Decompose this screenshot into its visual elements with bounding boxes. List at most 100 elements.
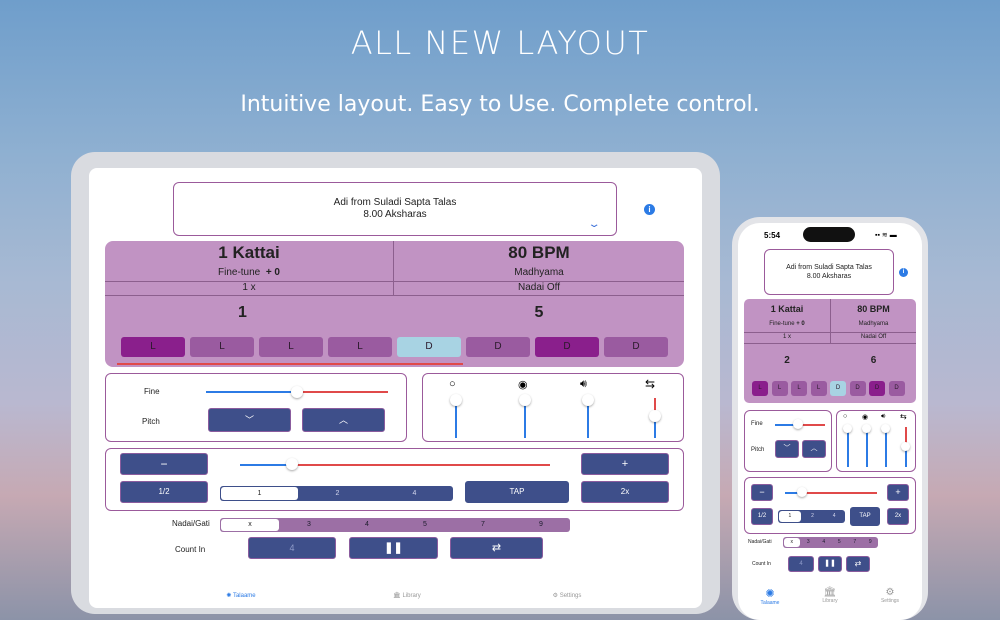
segment-option[interactable]: 2 [335,490,340,497]
fine-slider-knob[interactable] [291,386,303,398]
finetune-readout: Fine-tune + 0 [744,321,830,327]
mixer-knob-2[interactable] [519,394,531,406]
pause-button[interactable]: ❚❚ [349,537,438,559]
beat-cell[interactable]: L [771,381,788,396]
segment-option[interactable]: 2 [811,513,814,519]
swap-icon: ⇆ [900,412,907,421]
count-in-button[interactable]: 4 [788,556,814,572]
mixer-knob-4[interactable] [649,410,661,422]
radio-icon: ◉ [518,379,528,391]
counter-right: 6 [870,355,877,366]
tempo-slider-knob[interactable] [286,458,298,470]
kattai-value[interactable]: 1 Kattai [218,243,280,262]
repeat-button[interactable]: ⇄ [450,537,543,559]
tap-tempo-button[interactable]: TAP [850,507,880,526]
bpm-value[interactable]: 80 BPM [508,243,570,262]
pitch-down-button[interactable]: ﹀ [775,440,799,458]
info-icon[interactable]: i [899,268,908,277]
beat-cell[interactable]: L [190,337,254,357]
mixer-slider-2 [524,398,526,438]
info-icon[interactable]: i [644,204,655,215]
tempo-minus-button[interactable]: − [120,453,208,475]
tempo-multiplier-segment[interactable]: 1 2 4 [778,510,845,523]
nadai-segment[interactable]: x 3 4 5 7 9 [220,518,570,532]
pause-button[interactable]: ❚❚ [818,556,842,572]
mixer-knob-3[interactable] [582,394,594,406]
beat-cell[interactable]: D [466,337,530,357]
mixer-knob-4[interactable] [901,442,910,451]
mixer-knob-2[interactable] [862,424,871,433]
tab-talaame[interactable]: ✺ Talaame [211,592,271,599]
mixer-knob-1[interactable] [843,424,852,433]
segment-option[interactable]: 4 [365,521,369,528]
phone-device: 5:54 ▪▪ ≋ ▬ Adi from Suladi Sapta Talas … [732,217,928,620]
pitch-up-button[interactable]: ︿ [802,440,826,458]
fine-slider-knob[interactable] [793,419,803,429]
beat-cell[interactable]: L [810,381,827,396]
beat-cell[interactable]: L [328,337,392,357]
segment-option[interactable]: 9 [539,521,543,528]
tab-settings[interactable]: ⚙ Settings [537,592,597,599]
beat-cell[interactable]: D [869,381,885,396]
nadai-status: Nadai Off [860,334,887,340]
beat-cell[interactable]: D [604,337,668,357]
tab-library[interactable]: 🏛︎ Library [812,587,848,604]
tab-settings[interactable]: ⚙ Settings [872,587,908,604]
segment-option[interactable]: 3 [307,521,311,528]
beat-cell[interactable]: D [888,381,905,396]
segment-option[interactable]: x [784,538,800,547]
bpm-value[interactable]: 80 BPM [857,304,890,314]
beat-cell[interactable]: L [259,337,323,357]
segment-option[interactable]: 7 [853,539,857,545]
tempo-plus-button[interactable]: + [887,484,909,501]
beat-cell[interactable]: L [791,381,807,396]
mixer-knob-3[interactable] [881,424,890,433]
tempo-plus-button[interactable]: + [581,453,669,475]
beat-cell[interactable]: L [752,381,768,396]
chevron-down-icon: ﹀ [244,415,254,425]
pitch-down-button[interactable]: ﹀ [208,408,291,432]
double-tempo-button[interactable]: 2x [581,481,669,503]
beat-cell[interactable]: L [121,337,185,357]
segment-option[interactable]: 5 [423,521,427,528]
double-tempo-button[interactable]: 2x [887,508,909,525]
segment-option[interactable]: 9 [868,539,872,545]
kattai-value[interactable]: 1 Kattai [770,304,804,314]
nadai-label: Nadai/Gati [172,519,210,528]
segment-option[interactable]: 7 [481,521,485,528]
segment-option[interactable]: 4 [832,513,836,519]
mixer-slider-1 [847,427,849,467]
tab-talaame[interactable]: ✺ Talaame [752,587,788,606]
tab-label: Library [402,593,421,599]
segment-option[interactable]: 3 [806,539,810,545]
beat-cell[interactable]: D [830,381,846,396]
status-icons: ▪▪ ≋ ▬ [875,232,897,239]
tap-tempo-button[interactable]: TAP [465,481,569,503]
tempo-slider-knob[interactable] [797,487,807,497]
tab-library[interactable]: 🏛︎ Library [377,592,437,599]
segment-option[interactable]: 5 [837,539,841,545]
repeat-button[interactable]: ⇄ [846,556,870,572]
segment-option[interactable]: x [221,519,279,531]
count-in-button[interactable]: 4 [248,537,336,559]
beat-cell[interactable]: D [397,337,461,357]
half-tempo-button[interactable]: 1/2 [751,508,773,525]
mixer-knob-1[interactable] [450,394,462,406]
beat-cell[interactable]: D [849,381,866,396]
tala-selector[interactable]: Adi from Suladi Sapta Talas 8.00 Akshara… [173,182,617,236]
kalam-value: Madhyama [514,267,564,278]
tempo-minus-button[interactable]: − [751,484,773,501]
segment-option[interactable]: 4 [822,539,826,545]
tala-selector[interactable]: Adi from Suladi Sapta Talas 8.00 Akshara… [764,249,894,295]
segment-option[interactable]: 4 [412,490,417,497]
fine-label: Fine [751,421,763,427]
segment-option[interactable]: 1 [779,511,801,522]
gear-icon: ⚙ [552,593,559,599]
pitch-up-button[interactable]: ︿ [302,408,385,432]
speaker-icon: 🔊︎ [580,378,587,390]
half-tempo-button[interactable]: 1/2 [120,481,208,503]
segment-option[interactable]: 1 [221,487,298,500]
beat-cell[interactable]: D [535,337,599,357]
tempo-multiplier-segment[interactable]: 1 2 4 [220,486,453,501]
